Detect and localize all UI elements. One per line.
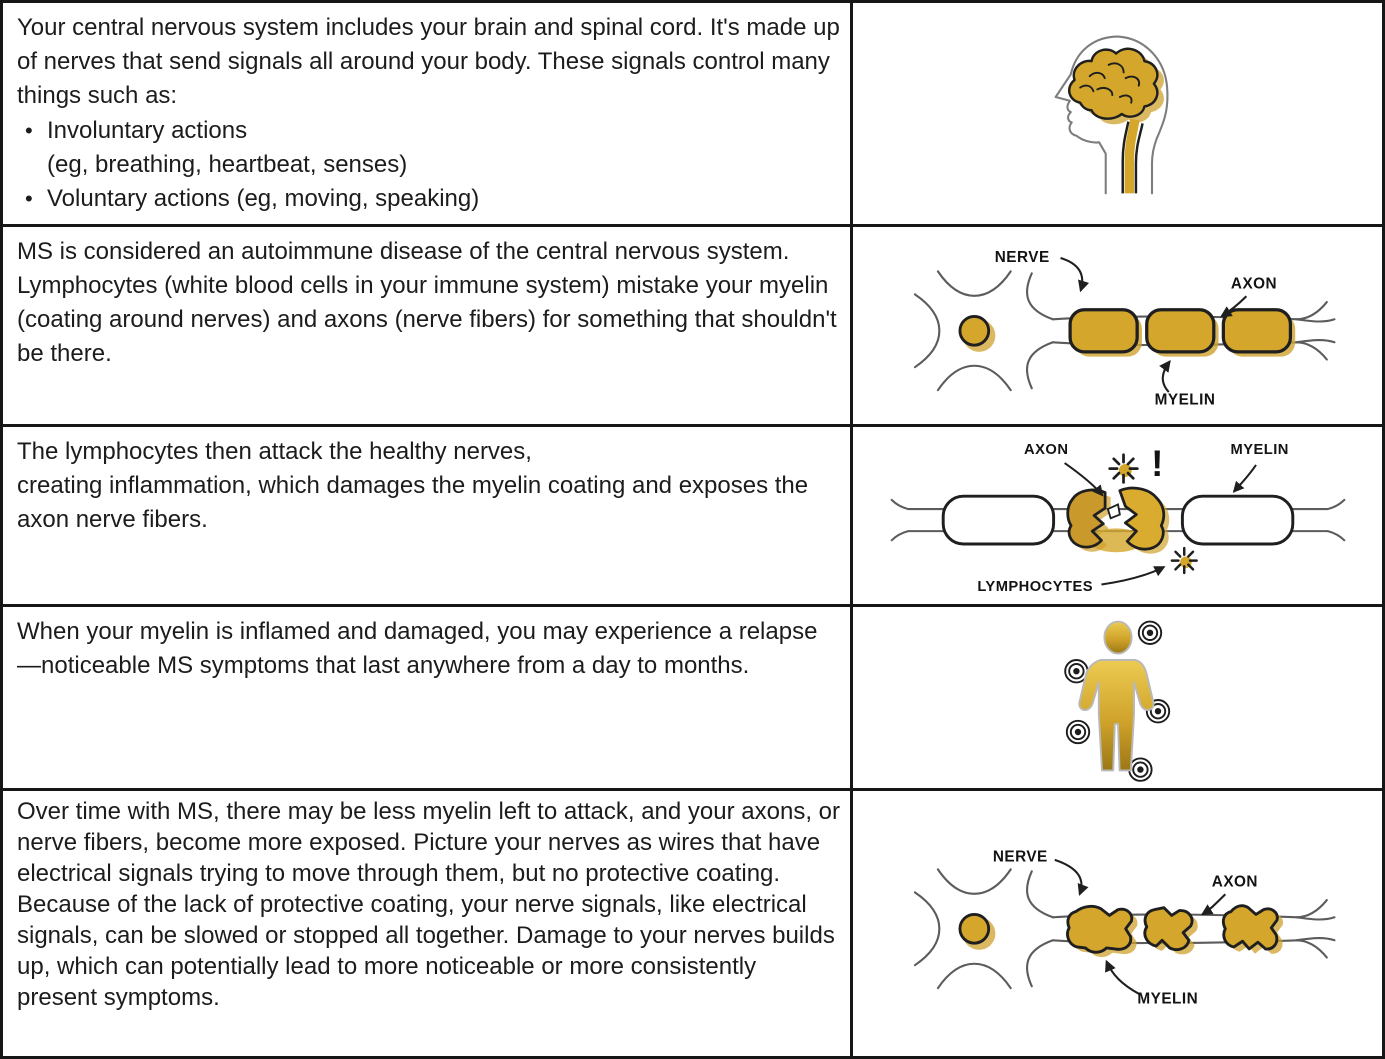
damaged-myelin-left (1065, 488, 1106, 549)
axon-arrow (1063, 462, 1103, 497)
paragraph: The lymphocytes then attack the healthy … (17, 438, 809, 533)
lymphocytes-arrow (1100, 566, 1165, 586)
row-text-cell: MS is considered an autoimmune disease o… (3, 227, 853, 427)
row-text-cell: Your central nervous system includes you… (3, 3, 853, 227)
alert-mark: ! (1151, 443, 1163, 484)
nerve-arrow (1053, 858, 1089, 896)
damaged-myelin-right (1117, 486, 1165, 551)
myelin-label: MYELIN (1230, 442, 1288, 458)
brain-icon (1067, 47, 1158, 120)
row-illustration-cell: NERVE AXON MYELIN (853, 791, 1382, 1056)
intact-myelin-segment (1180, 494, 1294, 546)
bullet-detail: (eg, breathing, heartbeat, senses) (47, 151, 408, 178)
row-illustration-cell: ! AXON MYELIN LYMPHOCYTES (853, 427, 1382, 607)
row-illustration-cell: NERVE AXON MYELIN (853, 227, 1382, 427)
person-body (1077, 658, 1154, 771)
row-text-cell: The lymphocytes then attack the healthy … (3, 427, 853, 607)
head-outline-back (1116, 35, 1169, 194)
myelin-arrow (1158, 359, 1171, 393)
healthy-nerve-icon: NERVE AXON MYELIN (913, 248, 1336, 408)
row-text-cell: When your myelin is inflamed and damaged… (3, 607, 853, 791)
axon-label: AXON (1230, 275, 1276, 292)
nucleus-icon (958, 912, 990, 945)
row-illustration-cell (853, 607, 1382, 791)
list-item: • Involuntary actions (eg, breathing, he… (17, 114, 840, 182)
nucleus-icon (958, 314, 990, 347)
nerve-label: NERVE (992, 848, 1047, 865)
pulse-icon (1137, 620, 1162, 645)
lymphocyte-burst-icon (1107, 453, 1139, 484)
brain-folds (1078, 61, 1140, 104)
attacked-nerve-icon: ! AXON MYELIN LYMPHOCYTES (890, 442, 1345, 595)
bullet-body: Involuntary actions (eg, breathing, hear… (47, 114, 840, 182)
bullet-marker: • (25, 118, 33, 143)
nerve-label: NERVE (994, 248, 1049, 265)
row-text-cell: Over time with MS, there may be less mye… (3, 791, 853, 1056)
bullet-body: Voluntary actions (eg, moving, speaking) (47, 182, 840, 216)
eroded-nerve-icon: NERVE AXON MYELIN (913, 848, 1336, 1007)
myelin-fragment (1106, 503, 1121, 520)
lymphocytes-label: LYMPHOCYTES (977, 579, 1093, 595)
head-outline-face (1054, 35, 1119, 194)
axon-label: AXON (1211, 873, 1257, 890)
bullet-text: Voluntary actions (eg, moving, speaking) (47, 185, 480, 212)
row-illustration-cell (853, 3, 1382, 227)
axon-arrow (1200, 893, 1226, 915)
myelin-label: MYELIN (1137, 990, 1198, 1007)
eroded-myelin-segments (1065, 903, 1279, 954)
myelin-arrow (1104, 959, 1140, 995)
bullet-text: Involuntary actions (47, 117, 248, 144)
paragraph: Your central nervous system includes you… (17, 14, 847, 109)
spinal-line (1134, 122, 1144, 193)
myelin-label: MYELIN (1154, 391, 1215, 408)
myelin-segments (1067, 307, 1292, 353)
spinal-line (1120, 120, 1130, 193)
paragraph: Over time with MS, there may be less mye… (17, 798, 847, 1011)
axon-label: AXON (1024, 442, 1068, 458)
paragraph: When your myelin is inflamed and damaged… (17, 618, 818, 679)
nerve-arrow (1059, 256, 1089, 292)
axon-arrow (1219, 295, 1247, 317)
person-head (1102, 620, 1133, 655)
lymphocyte-burst-icon (1170, 546, 1198, 575)
list-item: • Voluntary actions (eg, moving, speakin… (17, 182, 840, 216)
pulse-icon (1127, 756, 1153, 782)
pulse-icon (1065, 719, 1090, 744)
spinal-cord-gold (1124, 118, 1140, 193)
myelin-arrow (1232, 464, 1257, 493)
bullet-list: • Involuntary actions (eg, breathing, he… (17, 114, 840, 216)
head-brain-icon (1054, 35, 1169, 194)
bullet-marker: • (25, 186, 33, 211)
person-symptoms-icon (1063, 620, 1170, 782)
paragraph: MS is considered an autoimmune disease o… (17, 238, 844, 367)
intact-myelin-segment (941, 494, 1055, 546)
pulse-icon (1145, 698, 1170, 723)
